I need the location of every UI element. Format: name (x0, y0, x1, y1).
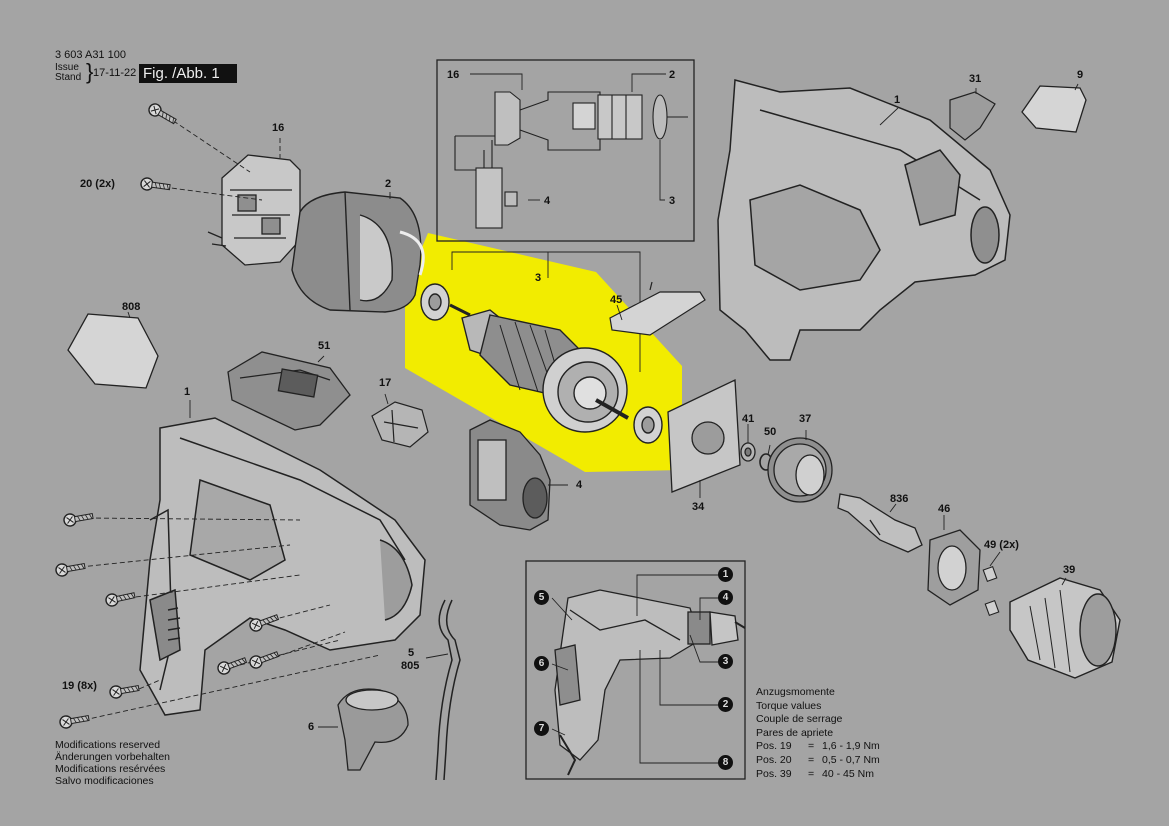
drill-inset-box (525, 560, 746, 780)
note-line-de: Änderungen vorbehalten (55, 751, 171, 763)
torque-pos: Pos. 19 (756, 740, 792, 753)
inset-label-4: 4 (544, 195, 551, 207)
part-label-46: 46 (938, 503, 951, 515)
inset-label-16: 16 (447, 69, 460, 81)
clip-17 (371, 401, 429, 448)
callout-2: 2 (718, 697, 733, 712)
part-label-39: 39 (1063, 564, 1076, 576)
figure-label: Fig. /Abb. 1 (139, 64, 237, 83)
callout-leaders (551, 574, 718, 764)
wiring-diagram (454, 91, 688, 229)
part-label-41: 41 (742, 413, 755, 425)
issue-brace: } (86, 59, 94, 84)
strain-relief-6 (318, 688, 409, 771)
note-line-en: Modifications reserved (55, 739, 161, 751)
spindle-836 (837, 493, 923, 553)
part-label-16: 16 (272, 122, 285, 134)
wiring-leaders (470, 73, 666, 201)
torque-pos: Pos. 20 (756, 753, 792, 766)
inset-label-3: 3 (669, 195, 676, 207)
brush-holder-16 (207, 154, 301, 266)
note-line-es: Salvo modificaciones (55, 775, 154, 787)
housing-half-left-1 (139, 417, 426, 716)
callout-7: 7 (534, 721, 549, 736)
part-label-1-left: 1 (184, 386, 191, 398)
bearing-41 (740, 442, 756, 462)
modifications-note: Modifications reserved Änderungen vorbeh… (55, 739, 170, 787)
part-31 (949, 91, 996, 141)
chuck-39 (1009, 577, 1121, 679)
part-label-45: 45 (610, 294, 623, 306)
part-label-49: 49 (2x) (984, 539, 1019, 551)
torque-title-de: Anzugsmomente (756, 686, 835, 698)
part-label-50: 50 (764, 426, 777, 438)
gear-37 (767, 437, 833, 503)
part-label-17: 17 (379, 377, 392, 389)
torque-row: Pos. 19 = 1,6 - 1,9 Nm (756, 740, 880, 754)
part-label-805: 805 (401, 660, 420, 672)
callout-1: 1 (718, 567, 733, 582)
stand-label: Stand (55, 72, 82, 83)
part-label-836: 836 (890, 493, 909, 505)
part-label-34: 34 (692, 501, 705, 513)
bearing-flange-46 (927, 529, 981, 606)
part-label-9: 9 (1077, 69, 1084, 81)
cable-5-805 (425, 599, 461, 781)
switch-lever-45 (609, 281, 706, 336)
pin-49a (982, 565, 998, 583)
part-label-31: 31 (969, 73, 982, 85)
part-label-1-right: 1 (894, 94, 901, 106)
part-label-2: 2 (385, 178, 392, 190)
part-label-808: 808 (122, 301, 141, 313)
part-label-5: 5 (408, 647, 415, 659)
torque-eq: = (808, 740, 815, 753)
torque-value: 0,5 - 0,7 Nm (822, 753, 880, 766)
part-label-3: 3 (535, 272, 542, 284)
label-9 (1021, 85, 1087, 133)
callout-8: 8 (718, 755, 733, 770)
torque-value: 1,6 - 1,9 Nm (822, 740, 880, 753)
torque-eq: = (808, 767, 815, 780)
torque-value: 40 - 45 Nm (822, 767, 874, 780)
part-label-19: 19 (8x) (62, 680, 97, 692)
issue-date: 17-11-22 (93, 67, 137, 79)
label-808 (67, 313, 159, 389)
torque-title-fr: Couple de serrage (756, 713, 843, 726)
callout-5: 5 (534, 590, 549, 605)
part-label-20: 20 (2x) (80, 178, 115, 190)
housing-half-right-1 (717, 79, 1011, 361)
field-stator-2 (291, 191, 425, 313)
doc-number: 3 603 A31 100 (55, 49, 126, 61)
torque-pos: Pos. 39 (756, 767, 792, 780)
torque-row: Pos. 20 = 0,5 - 0,7 Nm (756, 754, 880, 768)
callout-3: 3 (718, 654, 733, 669)
issue-label: Issue (55, 62, 79, 73)
part-label-51: 51 (318, 340, 331, 352)
torque-title-en: Torque values (756, 699, 822, 712)
inset-label-2: 2 (669, 69, 676, 81)
armature-3 (420, 283, 663, 444)
part-label-37: 37 (799, 413, 812, 425)
baffle-plate-34 (667, 378, 741, 493)
pin-49b (984, 599, 1000, 617)
torque-eq: = (808, 753, 815, 766)
torque-values-table: Anzugsmomente Torque values Couple de se… (756, 686, 880, 781)
note-line-fr: Modifications resérvées (55, 763, 166, 775)
assembled-drill-icon (554, 589, 746, 776)
part-label-6: 6 (308, 721, 315, 733)
torque-title-es: Pares de apriete (756, 726, 834, 739)
switch-4 (469, 419, 551, 531)
leader-lines-right (189, 107, 1067, 586)
part-label-4: 4 (576, 479, 583, 491)
callout-6: 6 (534, 656, 549, 671)
callout-4: 4 (718, 590, 733, 605)
wiring-inset-box (436, 59, 695, 242)
cover-51 (227, 351, 351, 431)
torque-row: Pos. 39 = 40 - 45 Nm (756, 768, 880, 782)
